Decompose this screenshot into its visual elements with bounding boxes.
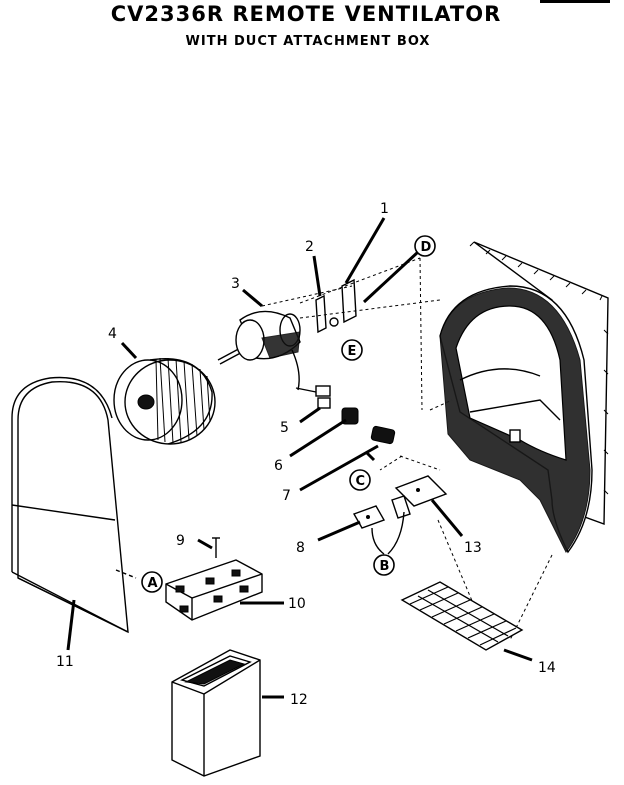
blower-wheel bbox=[113, 341, 216, 445]
ref-marker-d: D bbox=[414, 235, 436, 257]
callout-8: 8 bbox=[296, 540, 305, 556]
callout-13: 13 bbox=[464, 540, 482, 556]
callout-12: 12 bbox=[290, 692, 308, 708]
ref-label-d: D bbox=[421, 240, 432, 255]
ref-marker-c: C bbox=[349, 469, 371, 491]
callout-2: 2 bbox=[305, 239, 314, 255]
grille bbox=[400, 581, 533, 662]
duct-attachment-box bbox=[171, 649, 284, 777]
callout-4: 4 bbox=[108, 326, 117, 342]
wire-harness bbox=[295, 385, 331, 397]
ref-d-leader bbox=[362, 250, 420, 304]
ref-label-c: C bbox=[356, 474, 366, 489]
callout-10: 10 bbox=[288, 596, 306, 612]
capacitor bbox=[289, 407, 359, 458]
callout-14: 14 bbox=[538, 660, 556, 676]
callout-9: 9 bbox=[176, 533, 185, 549]
ref-label-e: E bbox=[348, 344, 357, 359]
connector bbox=[299, 397, 331, 424]
diagram-title: CV2336R REMOTE VENTILATOR bbox=[110, 2, 502, 26]
callout-11: 11 bbox=[56, 654, 74, 670]
mounting-plate bbox=[317, 505, 405, 555]
motor-bracket bbox=[341, 217, 386, 324]
callout-6: 6 bbox=[274, 458, 283, 474]
ref-marker-b: B bbox=[373, 554, 395, 576]
ref-label-a: A bbox=[148, 576, 158, 591]
front-cover-panel bbox=[11, 376, 129, 651]
motor bbox=[217, 288, 301, 391]
callout-7: 7 bbox=[282, 488, 291, 504]
diagram-subtitle: WITH DUCT ATTACHMENT BOX bbox=[185, 34, 431, 49]
control-board bbox=[391, 475, 464, 537]
junction-box bbox=[165, 559, 284, 621]
callout-1: 1 bbox=[380, 201, 389, 217]
ref-marker-e: E bbox=[341, 339, 363, 361]
blower-housing bbox=[439, 241, 609, 554]
header-rule bbox=[540, 0, 610, 3]
callout-5: 5 bbox=[280, 420, 289, 436]
ref-leaders bbox=[115, 450, 376, 579]
terminal-block bbox=[299, 425, 396, 492]
callout-3: 3 bbox=[231, 276, 240, 292]
screw bbox=[197, 537, 220, 558]
ref-marker-a: A bbox=[141, 571, 163, 593]
bracket-clip bbox=[312, 255, 339, 334]
ref-label-b: B bbox=[380, 559, 390, 574]
